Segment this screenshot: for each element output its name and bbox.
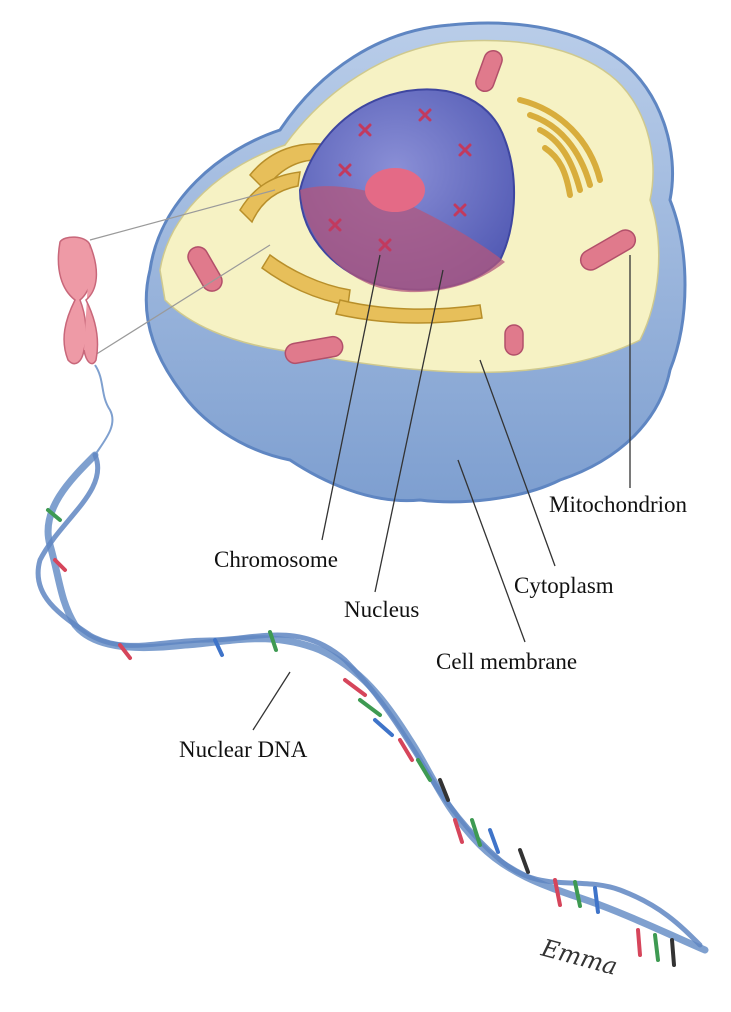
chromatin-strand — [95, 365, 112, 455]
label-cytoplasm: Cytoplasm — [514, 574, 614, 597]
nucleolus — [365, 168, 425, 212]
label-mitochondrion: Mitochondrion — [549, 493, 687, 516]
enlarged-chromosome — [58, 237, 97, 364]
label-chromosome: Chromosome — [214, 548, 338, 571]
label-cell-membrane: Cell membrane — [436, 650, 577, 673]
leader-nuclear-dna — [253, 672, 290, 730]
dna-helix — [38, 455, 705, 965]
dna-backbone-b — [38, 455, 700, 945]
label-nuclear-dna: Nuclear DNA — [179, 738, 307, 761]
dna-backbone-a — [48, 455, 705, 950]
label-nucleus: Nucleus — [344, 598, 419, 621]
artist-signature: Emma — [537, 933, 620, 980]
